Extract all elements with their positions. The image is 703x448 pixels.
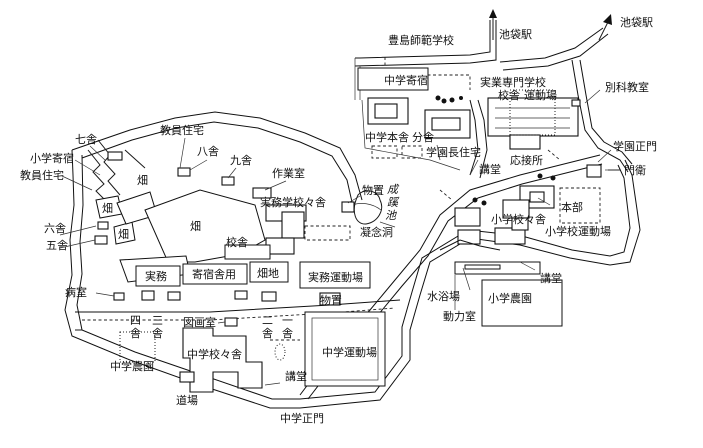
label-jitsumu-kosha: 実務学校々舎: [260, 195, 326, 209]
label-nisha: 二舎: [262, 314, 273, 340]
label-hatake-c: 畑: [118, 228, 129, 241]
label-nisha-text-second: 舎: [262, 327, 273, 340]
label-shogaku-kosha: 小学校々舎: [491, 212, 546, 226]
label-gosha: 五舎: [46, 239, 68, 252]
label-shogaku-noen: 小学農園: [488, 291, 532, 305]
label-pond-ike: 蹊: [387, 196, 400, 209]
label-chugaku-kosha: 中学校々舎: [187, 347, 242, 361]
north-campus: [357, 57, 581, 171]
label-gakuencho: 学園長住宅: [426, 145, 481, 159]
label-kyoin-jutaku-left: 教員住宅: [20, 168, 64, 182]
label-hatachi: 畑地: [257, 267, 279, 280]
label-issha-text: 一: [282, 314, 293, 327]
label-jitsumu: 実務: [145, 269, 167, 283]
label-jitsumu-undojo: 実務運動場: [308, 270, 363, 284]
label-dojo: 道場: [176, 393, 198, 407]
label-kodo-a: 講堂: [479, 162, 501, 176]
label-yonsha: 四舎: [130, 314, 141, 340]
label-sansha-text: 三: [152, 314, 163, 327]
label-butsuoki-a: 物置: [362, 183, 384, 197]
south-campus: [75, 311, 386, 393]
arrows: [489, 9, 612, 41]
map-labels: 豊島師範学校 池袋駅 池袋駅 中学寄宿 実業専門学校 校舎 運動場 別科教室 中…: [20, 15, 657, 425]
label-chugaku-kishuku: 中学寄宿: [384, 73, 428, 87]
label-ikebukuro-a: 池袋駅: [499, 27, 532, 41]
label-toshima-school: 豊島師範学校: [388, 33, 454, 47]
label-gyonendo: 凝念洞: [360, 225, 393, 239]
label-gakuen-seimon: 学園正門: [613, 139, 657, 153]
label-nisha-text: 二: [262, 314, 273, 327]
label-pond-seikei: 成: [387, 183, 400, 196]
label-hatake-big: 畑: [190, 220, 201, 233]
label-chugaku-noen: 中学農園: [110, 359, 154, 373]
label-jitsugyo-senmon: 実業専門学校: [480, 75, 546, 89]
label-yonsha-text-second: 舎: [130, 327, 141, 340]
label-butsuoki-b: 物置: [320, 293, 342, 307]
label-yonsha-text: 四: [130, 314, 141, 327]
label-monei: 門衛: [624, 164, 646, 177]
label-nanasha: 七舎: [75, 133, 97, 146]
label-chugaku-seimon: 中学正門: [280, 411, 324, 425]
label-kyoin-jutaku-top: 教員住宅: [160, 123, 204, 137]
label-ikebukuro-b: 池袋駅: [620, 15, 653, 29]
label-kodo-b: 講堂: [540, 271, 562, 285]
label-shogaku-undojo: 小学校運動場: [545, 224, 611, 238]
label-shogaku-kishuku: 小学寄宿: [30, 151, 74, 165]
outer-roads: [64, 20, 641, 409]
west-campus: [87, 139, 371, 306]
label-sansha-text-second: 舎: [152, 327, 163, 340]
label-bekka: 別科教室: [605, 80, 649, 94]
label-issha-text-second: 舎: [282, 327, 293, 340]
label-sansha: 三舎: [152, 314, 163, 340]
label-byoshitsu: 病室: [65, 285, 87, 299]
label-hatake-a: 畑: [137, 174, 148, 187]
label-issha: 一舎: [282, 314, 293, 340]
central-campus: [265, 190, 383, 255]
label-chugaku-undojo: 中学運動場: [322, 345, 377, 359]
label-undojo: 運動場: [524, 88, 557, 102]
label-kodo-c: 講堂: [285, 369, 307, 383]
label-kosha-mid: 校舎: [226, 235, 248, 249]
label-pond-third: 池: [385, 209, 397, 222]
label-sagyoshitsu: 作業室: [272, 166, 305, 180]
label-osetsusho: 応接所: [510, 153, 543, 167]
label-bunsha: 分舎: [412, 131, 434, 144]
label-suiyokujo: 水浴場: [427, 290, 460, 303]
label-toshoshitsu: 図画室: [183, 315, 216, 329]
label-kyusha: 九舎: [230, 154, 252, 167]
leader-lines: [59, 89, 620, 386]
label-doryokushitsu: 動力室: [443, 309, 476, 323]
label-hatake-b: 畑: [102, 202, 113, 215]
label-kishuku-shayo: 寄宿舎用: [192, 267, 236, 281]
label-kosha: 校舎: [498, 88, 520, 102]
label-rokusha: 六舎: [44, 222, 66, 235]
label-honbu: 本部: [561, 200, 583, 214]
label-hassha: 八舎: [197, 145, 219, 158]
label-chugaku-honsha: 中学本舎: [365, 130, 409, 144]
east-campus: [439, 149, 620, 327]
